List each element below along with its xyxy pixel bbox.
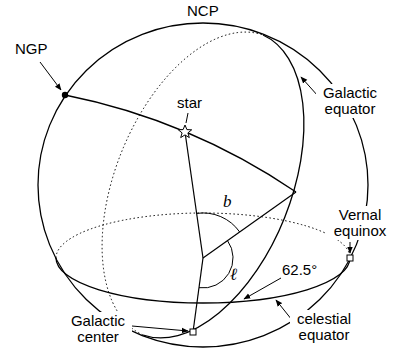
galactic-equator-front <box>143 35 304 338</box>
circle-label: Galactic equator <box>316 84 384 118</box>
vernal-equinox-marker <box>347 255 353 261</box>
celestial-equator-front <box>56 258 350 303</box>
object-label: star <box>176 94 203 112</box>
leader-arrow <box>132 326 188 331</box>
circle-label: celestial equator <box>290 310 358 344</box>
angle-label: ℓ <box>229 266 238 284</box>
line-to-galactic-center <box>193 258 203 332</box>
angle-label: b <box>222 193 233 211</box>
latitude-arc <box>197 213 240 232</box>
line-to-star <box>185 132 203 258</box>
pole-label: NCP <box>186 2 220 20</box>
longitude-arc <box>199 241 233 288</box>
ngp-dot <box>62 92 68 98</box>
galactic-meridian <box>65 95 296 192</box>
galactic-center-marker <box>190 329 196 335</box>
leader-arrow <box>40 62 61 90</box>
leader-line <box>186 113 188 123</box>
celestial-equator-back <box>56 213 350 258</box>
celestial-sphere <box>38 23 368 347</box>
angle-value: 62.5° <box>281 261 318 279</box>
leader-arrow <box>244 278 281 299</box>
leader-arrow <box>350 242 351 253</box>
star-symbol <box>178 125 191 138</box>
point-label: Vernal equinox <box>326 206 394 240</box>
pole-label: NGP <box>14 40 49 58</box>
galactic-equator-back <box>102 32 263 335</box>
line-to-equator <box>203 192 296 258</box>
point-label: Galactic center <box>64 312 132 346</box>
